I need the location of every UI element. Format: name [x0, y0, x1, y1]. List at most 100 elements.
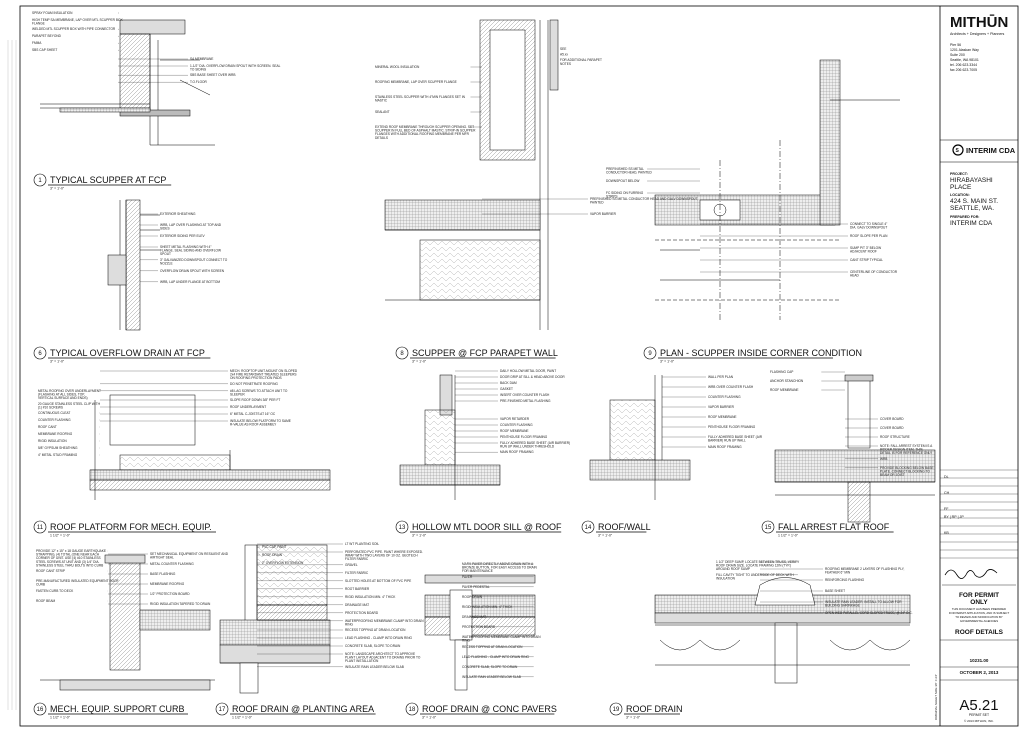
- annotation-note: INSULATE RAIN LEADER. INSTALL TO ALLOW F…: [825, 600, 902, 608]
- annotation-note: HIGH TEMP SA MEMBRANE, LAP OVER MTL SCUP…: [32, 18, 123, 26]
- sheet-number: A5.21: [959, 697, 998, 714]
- revision-code: DL: [944, 475, 949, 479]
- annotation-note: PENTHOUSE FLOOR FRAMING: [500, 435, 548, 439]
- annotation-note: SLOPE ROOF DOWN 3/8" PER FT: [230, 398, 280, 402]
- annotation-note: T.O.FLOOR: [190, 80, 208, 84]
- firm-address-2: 1201 Alaskan Way: [950, 48, 979, 52]
- detail-number-bubble: [761, 520, 775, 534]
- original-sheet-size: ORIGINAL SHEET SIZE 36" X 24": [934, 674, 938, 720]
- annotation-note: FLASHING CAP: [770, 370, 793, 374]
- revision-code: CH: [944, 491, 950, 495]
- annotation-note: EXTEND ROOF MEMBRANE THROUGH SCUPPER OPE…: [375, 125, 476, 140]
- annotation-note: COUNTER FLASHING: [38, 418, 71, 422]
- annotation-note: GASKET: [500, 387, 513, 391]
- annotation-note: PAVER: [462, 575, 473, 579]
- detail-number: 8: [400, 351, 404, 357]
- location-1: 424 S. MAIN ST.: [950, 198, 998, 205]
- annotation-note: SEE: [560, 47, 566, 51]
- detail-15-drawing: [774, 374, 936, 523]
- annotation-note: ROOF UNDERLAYMENT: [230, 405, 266, 409]
- annotation-note: COVER BOARD: [880, 417, 904, 421]
- annotation-note: MEMBRANE ROOFING: [150, 582, 185, 586]
- detail-scale: 3" = 1'-0": [50, 187, 65, 191]
- annotation-note: 5/8" GYPSUM SHEATHING: [38, 446, 78, 450]
- detail-6-drawing: [107, 199, 160, 331]
- svg-text:S: S: [956, 148, 960, 154]
- annotation-note: DO NOT PENETRATE ROOFING: [230, 382, 278, 386]
- annotation-note: PRE-FINISHED METAL FLASHING: [500, 399, 551, 403]
- annotation-note: PREFINISHED SS METAL CONDUCTOR HEAD AND …: [590, 197, 698, 205]
- detail-number: 14: [585, 525, 592, 531]
- annotation-note: VAPOR BARRIER: [708, 405, 735, 409]
- permit-note-3: TO REVIEW AND MODIFICATION BY: [955, 615, 1003, 619]
- annotation-note: BASE SHEET: [825, 589, 845, 593]
- detail-title: SCUPPER @ FCP PARAPET WALL: [412, 348, 558, 358]
- annotation-note: REINFORCING FLASHING: [825, 578, 865, 582]
- annotation-note: FULLY ADHERED BASE SHEET (AIR BARRIER)RU…: [500, 441, 570, 449]
- annotation-note: ROOF CANT: [38, 425, 57, 429]
- detail-19-drawing: [654, 577, 911, 684]
- detail-scale: 3" = 1'-0": [50, 360, 65, 364]
- detail-number: 6: [38, 351, 42, 357]
- annotation-note: EXTERIOR SIDING PER ELEV: [160, 234, 206, 238]
- annotation-note: WRB: [880, 457, 887, 461]
- notes-d6: EXTERIOR SHEATHING WRB, LAP OVER FLASHING…: [140, 212, 228, 284]
- annotation-note: 1-1/2" DIA. OVERFLOW DRAIN SPOUT WITH SC…: [190, 64, 281, 72]
- annotation-note: RIGID INSULATION TAPERED TO DRAIN: [150, 602, 211, 606]
- detail-number-bubble: [395, 520, 409, 534]
- permit-note-2: FOR PERMIT APPLICATION, AND IS SUBJECT: [949, 611, 1010, 615]
- annotation-note: METAL COUNTER FLASHING: [150, 562, 194, 566]
- annotation-note: ROOF MEMBRANE: [770, 388, 799, 392]
- annotation-note: SEALANT: [375, 110, 390, 114]
- detail-number: 16: [37, 707, 44, 713]
- detail-scale: 1 1/2" = 1'-0": [778, 534, 799, 538]
- firm-name: MITHŪN: [950, 14, 1008, 31]
- detail-scale: 3" = 1'-0": [422, 716, 437, 720]
- detail-number-bubble: [609, 702, 623, 716]
- sheet-date: OCTOBER 2, 2013: [960, 670, 999, 675]
- project-name-1: HIRABAYASHI: [950, 177, 993, 184]
- annotation-note: 1 1/2" DEEP SUMP, LOCATE BETWEEN TRUSS, …: [716, 560, 800, 571]
- firm-address-4: Seattle, WA 98101: [950, 58, 979, 62]
- permit-line-1: FOR PERMIT: [959, 592, 999, 599]
- detail-title: PLAN - SCUPPER INSIDE CORNER CONDITION: [660, 348, 862, 358]
- annotation-note: PARAPET BEYOND: [32, 34, 62, 38]
- annotation-note: COUNTER FLASHING: [500, 423, 533, 427]
- annotation-note: ROOT BARRIER: [345, 587, 370, 591]
- detail-number: 13: [399, 525, 406, 531]
- annotation-note: ROOF BEAM: [36, 599, 55, 603]
- revision-code: KB: [944, 531, 949, 535]
- revision-code: BY | RP | JP: [944, 515, 964, 519]
- annotation-note: DOWNSPOUT BELOW: [606, 179, 639, 183]
- detail-title: ROOF DRAIN: [626, 704, 683, 714]
- detail-8-drawing: [384, 19, 559, 330]
- client-logo-text: INTERIM CDA: [966, 146, 1016, 155]
- annotation-note: INSERT OVER COUNTER FLASH: [500, 393, 550, 397]
- annotation-note: EXTERIOR SHEATHING: [160, 212, 196, 216]
- annotation-note: SBS BASE SHEET OVER WRB: [190, 73, 235, 77]
- permit-line-2: ONLY: [970, 599, 988, 606]
- annotation-note: SHEET METAL FLASHING WITH 4"FLANGE. SEAL…: [160, 245, 221, 256]
- detail-title: HOLLOW MTL DOOR SILL @ ROOF: [412, 522, 562, 532]
- annotation-note: STAINLESS STEEL SCUPPER WITH 4"MIN FLANG…: [375, 95, 466, 103]
- annotation-note: 6" METAL C-JOISTS AT 16" OC: [230, 412, 276, 416]
- detail-17-drawing: [219, 544, 331, 694]
- project-name-2: PLACE: [950, 184, 972, 191]
- title-block: MITHŪN Architects + Designers + Planners…: [934, 14, 1018, 723]
- annotation-note: OVERFLOW DRAIN SPOUT WITH SCREEN: [160, 269, 225, 273]
- annotation-note: LEAD FLASHING - CLAMP INTO DRAIN RING: [345, 636, 413, 640]
- annotation-note: VAPOR RETARDER: [500, 417, 530, 421]
